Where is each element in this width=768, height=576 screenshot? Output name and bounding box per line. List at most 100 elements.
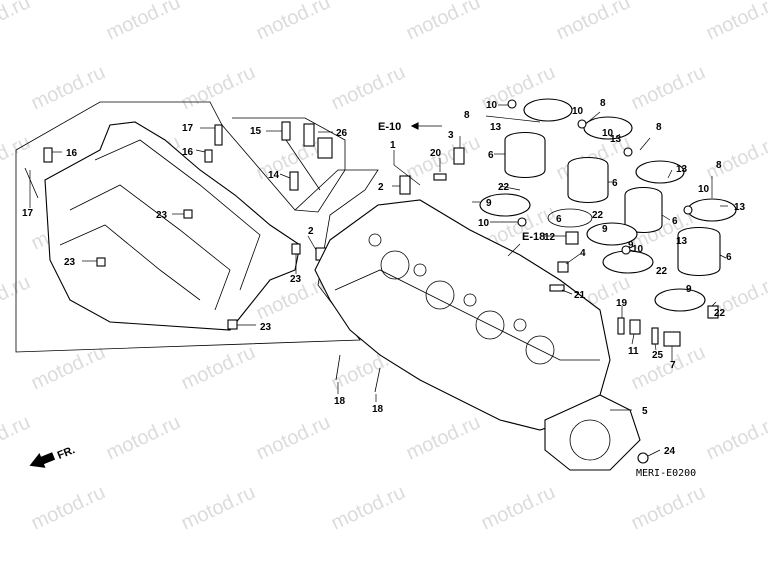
ref-e10-label: E-10	[378, 121, 401, 133]
callout-17: 17	[22, 208, 34, 219]
cover-bolt-17a	[214, 124, 223, 146]
callout-15: 15	[250, 126, 262, 137]
cylinder-head-cover-group	[15, 101, 379, 353]
callout-22: 22	[498, 182, 510, 193]
bolt-15-shank	[285, 139, 321, 191]
band-9c	[602, 250, 654, 274]
head-cover-rib-3	[59, 224, 201, 301]
head-cover-frame	[15, 101, 379, 353]
leader-lines	[29, 104, 728, 457]
callout-2: 2	[378, 182, 384, 193]
callout-8: 8	[716, 160, 722, 171]
bolt-22-right	[707, 305, 719, 319]
watermark: motod.ru	[28, 481, 109, 534]
dowel-2-center	[399, 175, 411, 195]
cover-grommet-23b	[96, 257, 106, 267]
ref-e10-arrowhead	[410, 122, 419, 130]
bolt-12	[565, 231, 579, 245]
callout-13: 13	[490, 122, 502, 133]
callout-23: 23	[64, 257, 76, 268]
watermark: motod.ru	[703, 131, 768, 184]
callout-14: 14	[268, 170, 280, 181]
callout-26: 26	[336, 128, 348, 139]
band-8a	[523, 98, 573, 122]
watermark: motod.ru	[178, 61, 259, 114]
watermark: motod.ru	[0, 411, 34, 464]
callout-6: 6	[488, 150, 494, 161]
bolt-14	[289, 171, 299, 191]
joint-7	[663, 331, 681, 347]
callout-13: 13	[734, 202, 746, 213]
callout-6: 6	[556, 214, 562, 225]
watermark: motod.ru	[253, 0, 334, 45]
watermark: motod.ru	[403, 0, 484, 45]
spark-plug-26	[303, 123, 315, 147]
dowel-24	[637, 452, 649, 464]
cylinder-head-deck	[334, 269, 600, 361]
ref-e18-label: E-18	[522, 231, 545, 243]
band-9d	[654, 288, 706, 312]
callout-10: 10	[572, 106, 584, 117]
callout-8: 8	[656, 122, 662, 133]
insulator-6e	[547, 208, 593, 228]
watermark: motod.ru	[703, 0, 768, 45]
callout-25: 25	[652, 350, 664, 361]
callout-7: 7	[670, 360, 676, 371]
cover-bolt-16b	[204, 149, 213, 163]
callout-6: 6	[612, 178, 618, 189]
front-label: FR.	[56, 444, 77, 462]
front-indicator: FR.	[29, 444, 77, 468]
head-cover-rib-1	[94, 139, 261, 291]
watermark: motod.ru	[628, 61, 709, 114]
watermark: motod.ru	[0, 271, 34, 324]
callout-12: 12	[544, 232, 556, 243]
callout-9: 9	[686, 284, 692, 295]
joint-4	[557, 261, 569, 273]
callout-8: 8	[600, 98, 606, 109]
band-8c	[635, 160, 685, 184]
cover-grommet-23a	[183, 209, 193, 219]
cover-grommet-23c	[227, 319, 238, 330]
callout-22: 22	[656, 266, 668, 277]
callout-4: 4	[580, 248, 586, 259]
screw-10b	[577, 119, 587, 129]
callout-10: 10	[602, 128, 614, 139]
intake-assembly	[433, 98, 737, 347]
watermark: motod.ru	[178, 341, 259, 394]
watermark: motod.ru	[553, 0, 634, 45]
cover-grommet-23d	[291, 243, 301, 255]
joint-11	[629, 319, 641, 335]
band-9b	[586, 222, 638, 246]
callout-18: 18	[334, 396, 346, 407]
callout-2: 2	[308, 226, 314, 237]
watermark: motod.ru	[628, 481, 709, 534]
washer-20	[433, 173, 447, 181]
watermark: motod.ru	[103, 0, 184, 45]
watermark: motod.ru	[628, 341, 709, 394]
callout-22: 22	[592, 210, 604, 221]
insulator-6d	[677, 226, 721, 277]
stud-18-right	[374, 367, 381, 393]
plug-bore-2	[413, 263, 427, 277]
plug-bore-4	[513, 318, 527, 332]
band-8d	[687, 198, 737, 222]
screw-10e	[517, 217, 527, 227]
cylinder-head	[314, 175, 649, 471]
combustion-chamber-1	[380, 250, 410, 280]
watermark: motod.ru	[703, 411, 768, 464]
combustion-chamber-2	[425, 280, 455, 310]
cover-bolt-16a	[43, 147, 53, 163]
callout-17: 17	[182, 123, 194, 134]
watermark: motod.ru	[328, 481, 409, 534]
insulator-6c	[624, 186, 663, 234]
cover-bolt-17b	[24, 167, 39, 199]
callout-23: 23	[260, 322, 272, 333]
callout-13: 13	[676, 164, 688, 175]
head-cover-rib-2	[69, 184, 231, 311]
plug-frame	[232, 117, 346, 213]
callout-10: 10	[478, 218, 490, 229]
front-arrow-icon	[29, 452, 56, 468]
clip-19	[617, 317, 625, 335]
reference-arrows: E-10 E-18	[378, 121, 545, 257]
